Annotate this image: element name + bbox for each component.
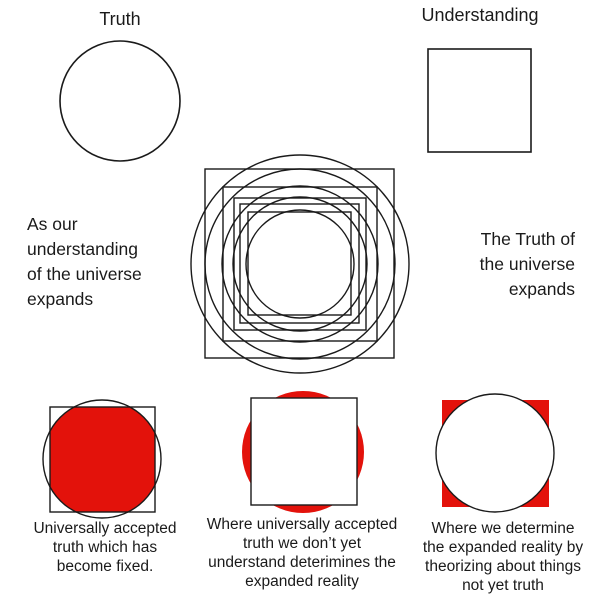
nested-circle-5 [245,209,355,319]
nested-square-1 [204,168,395,359]
nested-square-5 [247,211,352,316]
panel2-caption: Where universally accepted truth we don’… [206,516,398,590]
truth-label: Truth [99,9,141,29]
panel-theorized-reality [435,393,555,513]
nested-circle-3 [221,185,379,343]
expanding-nested-shapes [190,154,410,374]
understanding-square [427,48,532,153]
panel1-red-fill [50,407,155,512]
nested-square-2 [222,186,378,342]
understanding-label: Understanding [421,5,539,25]
truth-circle [59,40,181,162]
panel1-circle-outline [42,399,162,519]
panel2-white-square [250,397,358,506]
panel1-caption: Universally accepted truth which has bec… [33,520,177,575]
nested-circle-1 [190,154,410,374]
nested-circle-4 [232,196,368,332]
understanding-expands-caption: As our understanding of the universe exp… [27,214,142,309]
nested-square-3 [233,197,367,331]
panel3-caption: Where we determine the expanded reality … [422,520,584,594]
panel1-square-outline [49,406,156,513]
panel3-white-circle [435,393,555,513]
panel-unknown-truth [242,391,364,513]
truth-expands-caption: The Truth of the universe expands [479,229,575,299]
nested-square-4 [239,203,360,324]
panel-fixed-truth [42,399,162,519]
